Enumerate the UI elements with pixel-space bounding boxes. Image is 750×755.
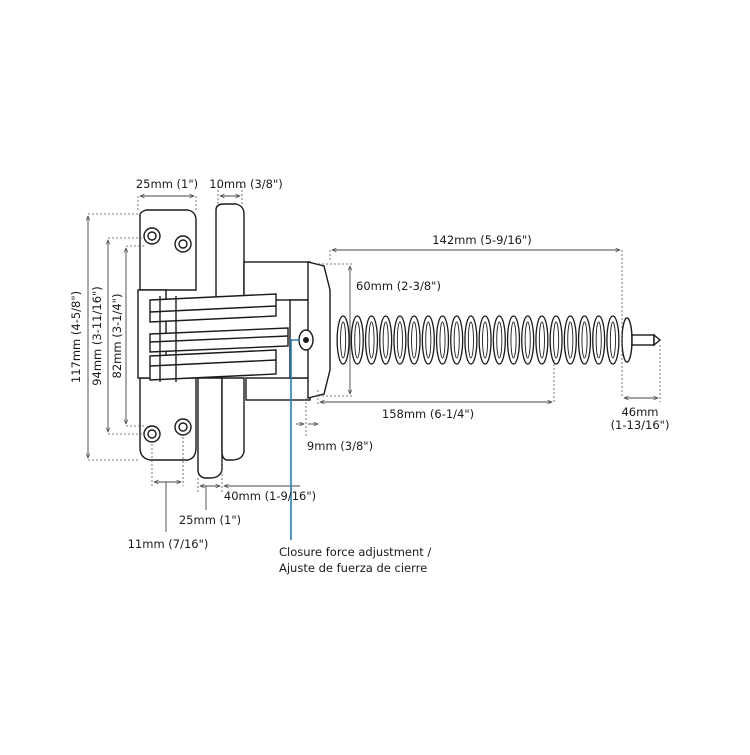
spring-coil-inner [453,321,460,359]
spring-coil-inner [439,321,446,359]
dim-arm-extension: 158mm (6-1/4") [382,407,474,421]
spring-coil-inner [467,321,474,359]
spring-coil-inner [595,321,602,359]
spring-coil-inner [382,321,389,359]
dim-spring-housing-height: 60mm (2-3/8") [356,279,441,293]
spring-coil-inner [510,321,517,359]
dim-rod-length: 46mm [621,405,658,419]
spring-coil-inner [482,321,489,359]
callout-text-line1: Closure force adjustment / [279,545,431,559]
dimension-lines [88,186,661,532]
dim-rod-length-imperial: (1-13/16") [611,418,670,432]
dim-gap: 9mm (3/8") [307,439,373,453]
spring-coil-inner [496,321,503,359]
callout-leader [290,339,300,540]
top-flange [215,203,311,401]
dim-total-height: 117mm (4-5/8") [69,291,83,383]
dim-hole-spacing: 94mm (3-11/16") [90,286,104,386]
dim-plate-width: 25mm (1") [179,513,241,527]
spring-coil-inner [368,321,375,359]
door-side-plate [197,377,245,479]
spring-coil-inner [396,321,403,359]
spring-coil-inner [524,321,531,359]
spring-coil-inner [581,321,588,359]
spring-coil-inner [567,321,574,359]
spring-coil-inner [411,321,418,359]
spring-coil-inner [553,321,560,359]
spring-coil-inner [538,321,545,359]
mounting-plate [137,209,197,461]
dim-body-height: 82mm (3-1/4") [110,294,124,379]
dim-spring-length: 142mm (5-9/16") [432,233,532,247]
callout-text-line2: Ajuste de fuerza de cierre [279,561,427,575]
rod-end [621,317,662,363]
spring-coil-inner [425,321,432,359]
hinge-arms [149,293,289,382]
dim-body-width: 25mm (1") [136,177,198,191]
spring-coils [336,315,620,365]
dim-hole-offset: 11mm (7/16") [128,537,209,551]
spring-coil-inner [609,321,616,359]
dim-mount-depth: 40mm (1-9/16") [224,489,316,503]
adjustment-screw [298,329,314,351]
spring-coil-inner [354,321,361,359]
spring-coil-inner [340,321,347,359]
dim-arm-thickness: 10mm (3/8") [209,177,282,191]
